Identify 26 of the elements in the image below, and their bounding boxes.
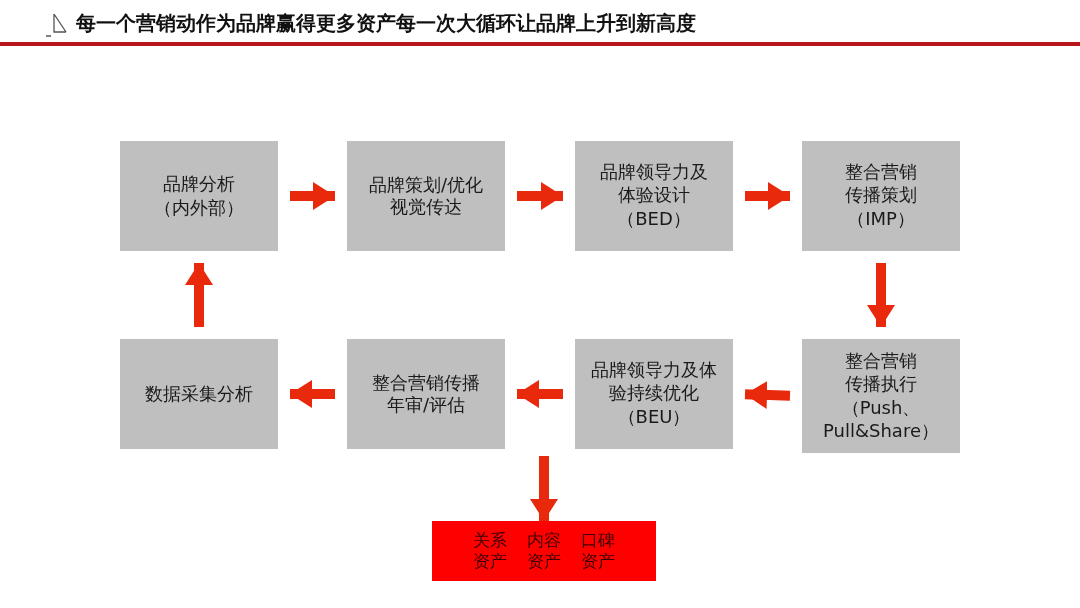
process-box: [120, 141, 278, 251]
node-text: 品牌策划/优化视觉传达: [367, 173, 485, 219]
node-text: （BED）: [617, 208, 691, 231]
result-box: [432, 521, 656, 581]
node-text: 整合营销传播年审/评估: [371, 371, 481, 417]
process-box: [347, 141, 505, 251]
node-text: 口碑资产: [580, 529, 616, 573]
process-box: [802, 141, 960, 251]
node-text: 数据采集分析: [145, 382, 253, 406]
process-box: [575, 339, 733, 449]
node-text: 内容资产: [526, 529, 562, 573]
node-text: （BEU）: [617, 406, 691, 429]
process-box: [802, 339, 960, 453]
node-text: （内外部）: [154, 197, 244, 220]
node-text: 品牌分析: [163, 172, 235, 195]
node-text: 整合营销传播执行: [844, 350, 918, 395]
node-text: （IMP）: [847, 208, 915, 231]
node-text: （Push、Pull&Share）: [822, 397, 940, 442]
node-text: 整合营销传播策划: [844, 161, 918, 207]
title: 每一个营销动作为品牌赢得更多资产每一次大循环让品牌上升到新高度: [76, 10, 696, 37]
node-text: 关系资产: [472, 529, 508, 573]
node-text: 品牌领导力及体验设计: [599, 161, 709, 207]
process-box: [347, 339, 505, 449]
node-text: 品牌领导力及体验持续优化: [590, 359, 718, 405]
process-box: [120, 339, 278, 449]
process-box: [575, 141, 733, 251]
